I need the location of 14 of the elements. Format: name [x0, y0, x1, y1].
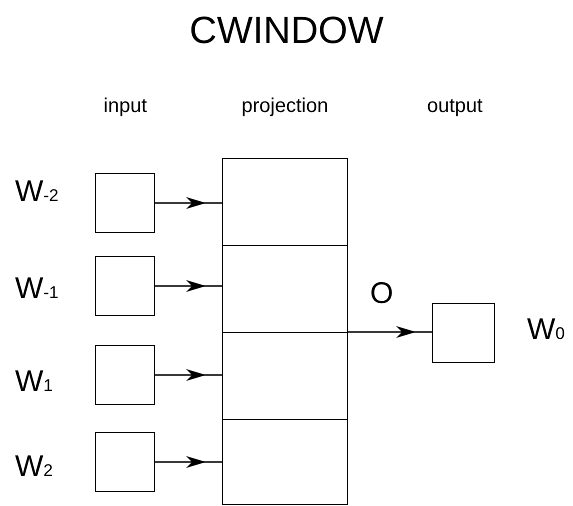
column-heading: input [104, 95, 147, 118]
square-box [95, 173, 155, 233]
square-box [432, 303, 495, 363]
projection-cell [222, 158, 348, 246]
diagram-title: CWINDOW [188, 10, 385, 53]
column-heading: projection [242, 95, 328, 118]
square-box [95, 345, 155, 405]
projection-cell [222, 245, 348, 333]
edge-label: O [370, 277, 394, 311]
projection-cell [222, 332, 348, 420]
column-heading: output [427, 95, 483, 118]
square-box [95, 256, 155, 316]
square-box [95, 432, 155, 492]
projection-cell [222, 419, 348, 505]
